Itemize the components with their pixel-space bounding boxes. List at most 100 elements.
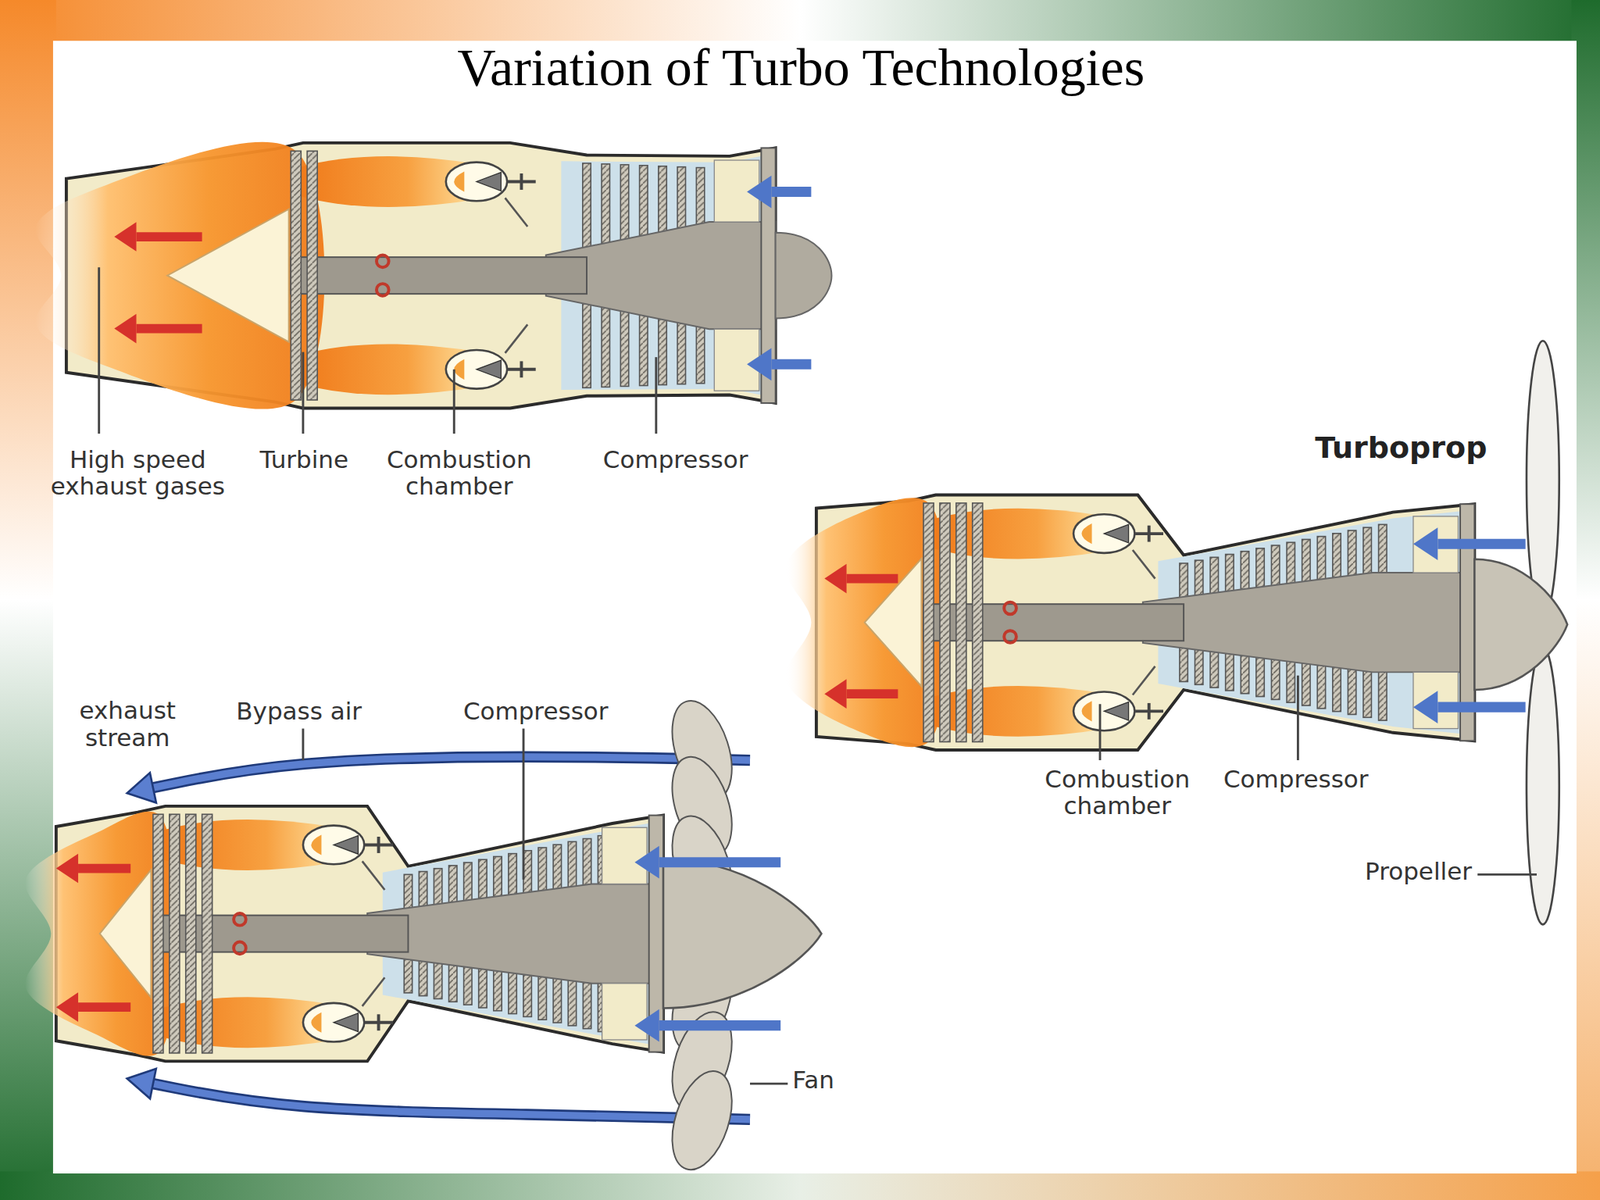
nose-cone (775, 232, 833, 319)
part-label: Combustion chamber (1031, 765, 1204, 820)
compressor-drum (367, 883, 664, 983)
leader-line (522, 728, 525, 880)
intake-arrow-head (634, 1009, 659, 1043)
bypass-arrow-head (127, 1068, 157, 1099)
intake-arrow-shaft (771, 359, 811, 370)
leader-line (1099, 703, 1102, 761)
intake-arrow-head (634, 846, 659, 879)
fuel-line (1147, 525, 1151, 543)
fan-spinner (663, 859, 822, 1009)
border-bottom (0, 1171, 1600, 1200)
bypass-arrow-outline (153, 1083, 750, 1120)
exhaust-arrow-head (114, 314, 136, 344)
engine-heading: Turboprop (1314, 431, 1487, 465)
igniter (1132, 666, 1156, 696)
exhaust-flame (25, 811, 178, 1057)
exhaust-arrow-head (824, 678, 847, 709)
part-label: High speed exhaust gases (28, 446, 247, 500)
turbine-blade (956, 503, 967, 743)
engines (25, 142, 1568, 1178)
exhaust-arrow-shaft (78, 864, 131, 874)
intake-arrow-shaft (1437, 539, 1525, 550)
intake-arrow-head (746, 347, 772, 381)
intake-arrow-shaft (1437, 702, 1525, 713)
igniter (505, 197, 529, 227)
bypass-arrow-outline (153, 757, 750, 789)
exhaust-arrow-shaft (846, 574, 899, 584)
turbine-blade (202, 814, 213, 1054)
turbojet-engine (35, 142, 832, 434)
leader-line (301, 728, 304, 761)
bearing-mark (376, 283, 390, 297)
turbine-blade (169, 814, 180, 1054)
fuel-nozzle (1103, 702, 1129, 722)
flame-core (310, 1012, 322, 1033)
turbine-blade (290, 150, 301, 400)
combustion-can (303, 825, 365, 865)
exhaust-arrow-head (824, 564, 847, 594)
intake-arrow-head (1413, 527, 1438, 561)
igniter (1132, 550, 1156, 579)
intake-arrow-shaft (771, 186, 811, 197)
propeller-blade (1526, 646, 1560, 925)
leader-line (1296, 675, 1300, 761)
turbine-blade (972, 503, 983, 743)
turboprop-engine (785, 340, 1568, 925)
intake-arrow-shaft (659, 857, 781, 868)
bearing-mark (1003, 630, 1017, 643)
inlet-guide (602, 827, 647, 884)
exhaust-arrow-shaft (135, 324, 202, 334)
fuel-line (1147, 703, 1151, 720)
fuel-line (377, 836, 381, 854)
exhaust-cone (167, 209, 289, 343)
fuel-nozzle (476, 172, 501, 192)
flame-core (1081, 523, 1092, 544)
fuel-line (519, 360, 523, 378)
exhaust-flame (35, 142, 325, 410)
leader-line (750, 1082, 788, 1086)
turbine-blade (939, 503, 950, 743)
igniter (362, 860, 386, 890)
part-label: Compressor (1223, 765, 1369, 793)
part-label: Compressor (603, 446, 749, 474)
bearing-mark (233, 942, 247, 955)
fuel-nozzle (333, 835, 358, 855)
combustion-can (446, 162, 508, 202)
igniter (362, 977, 386, 1007)
shaft (290, 257, 587, 294)
bypass-arrow-body (153, 1083, 750, 1120)
turbine-blade (185, 814, 197, 1054)
leader-line (654, 357, 658, 434)
part-label: exhaust stream (49, 696, 206, 751)
compressor-drum (1142, 572, 1475, 672)
inlet-guide (1413, 671, 1458, 729)
intake-arrow-head (746, 175, 772, 209)
leader-line (1477, 873, 1537, 876)
bearing-mark (233, 913, 247, 926)
bypass-arrow-head (127, 772, 157, 803)
exhaust-arrow-shaft (135, 232, 202, 242)
fan-blade (660, 1064, 743, 1178)
turbine-blade (923, 503, 934, 743)
leader-line (301, 352, 304, 434)
border-top (0, 0, 1600, 47)
leader-line (97, 267, 100, 434)
exhaust-cone (100, 869, 152, 997)
part-label: Compressor (463, 697, 609, 725)
flame-core (1081, 700, 1092, 722)
inlet-guide (714, 328, 759, 391)
exhaust-arrow-shaft (846, 689, 899, 699)
bearing-mark (1003, 602, 1017, 615)
propeller-spinner (1474, 559, 1568, 690)
exhaust-arrow-head (114, 221, 136, 252)
combustion-can (303, 1003, 365, 1043)
flame-core (310, 834, 322, 855)
slide-title: Variation of Turbo Technologies (457, 36, 1145, 99)
border-left (0, 0, 57, 1200)
fuel-nozzle (333, 1013, 358, 1033)
exhaust-arrow-head (56, 853, 79, 884)
combustion-can (1073, 514, 1135, 554)
